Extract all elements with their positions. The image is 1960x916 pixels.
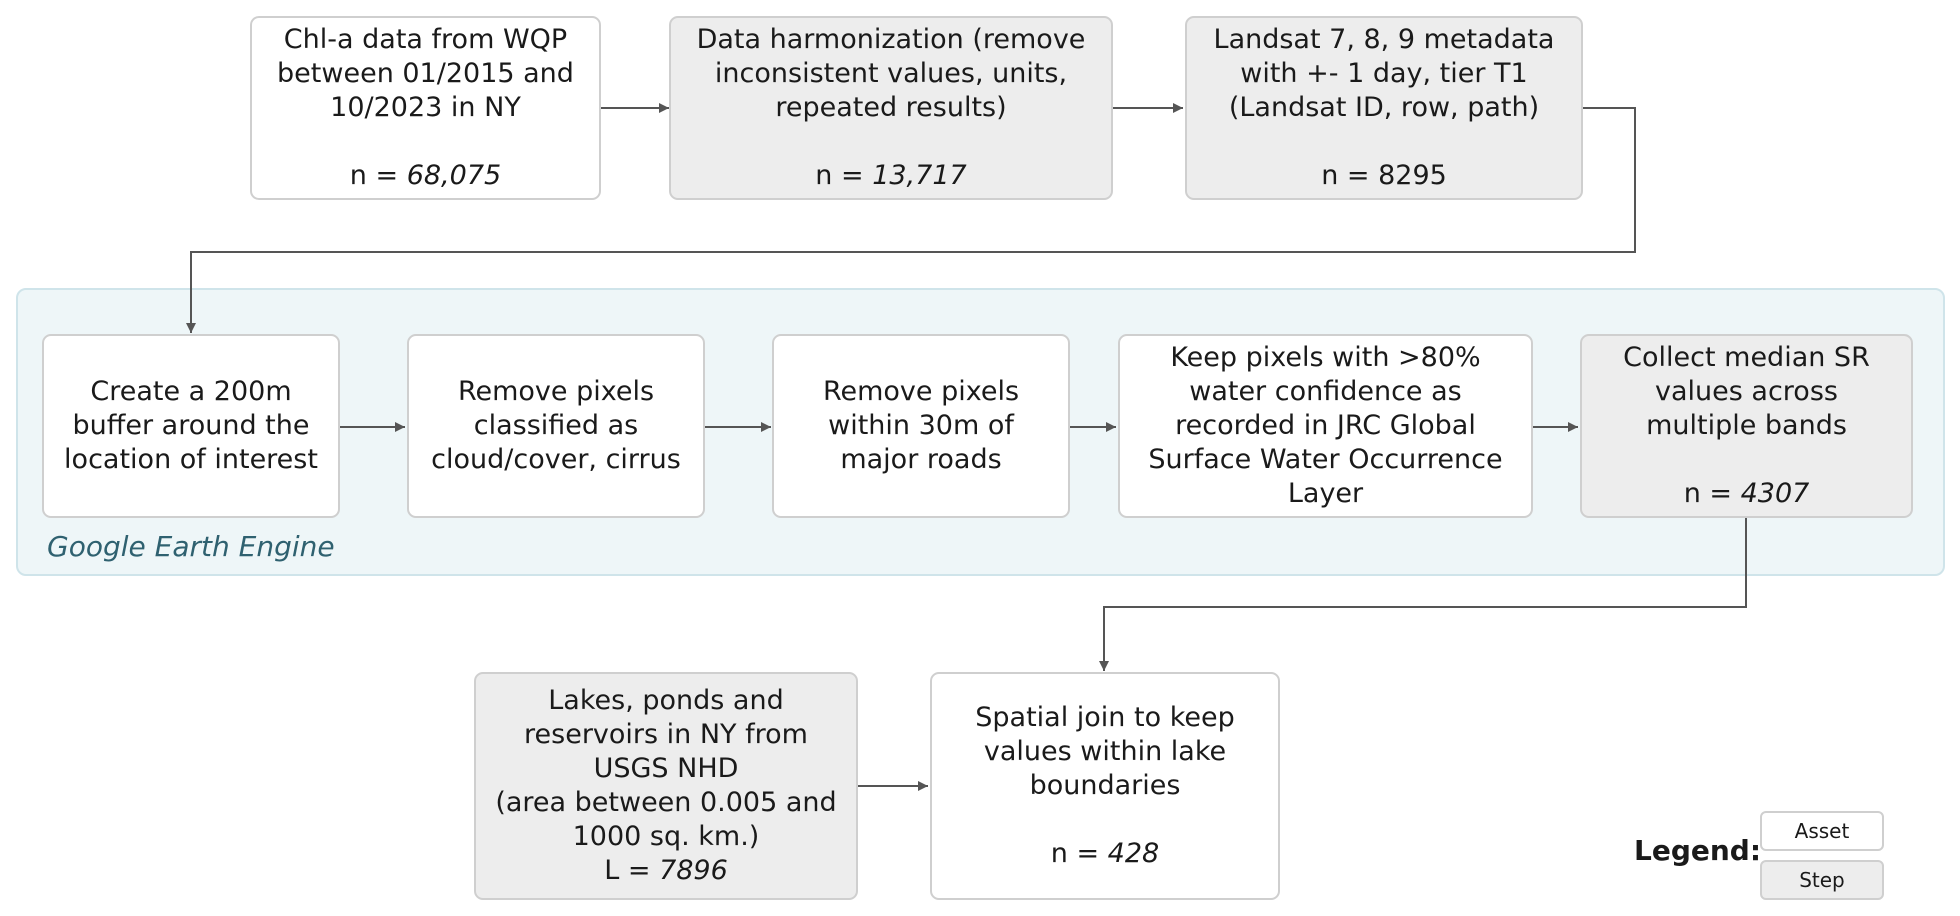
node-cloud: Remove pixels classified as cloud/cover,… xyxy=(407,334,705,518)
node-water-line-3: recorded in JRC Global xyxy=(1175,410,1476,441)
arrow-landsat-to-buffer xyxy=(186,107,1636,333)
node-buffer-line-1: Create a 200m xyxy=(90,376,292,407)
node-cloud-line-3: cloud/cover, cirrus xyxy=(431,444,681,475)
node-buffer: Create a 200m buffer around the location… xyxy=(42,334,340,518)
node-landsat-line-3: (Landsat ID, row, path) xyxy=(1228,92,1540,123)
node-join-count: n = 428 xyxy=(1050,838,1160,869)
node-water-line-2: water confidence as xyxy=(1189,376,1462,407)
node-wqp-line-1: Chl-a data from WQP xyxy=(283,24,568,55)
node-harm-line-3: repeated results) xyxy=(775,92,1007,123)
node-lakes-line-1: Lakes, ponds and xyxy=(548,685,784,716)
node-roads-line-2: within 30m of xyxy=(828,410,1014,441)
node-wqp-count: n = 68,075 xyxy=(349,160,502,191)
legend-title: Legend: xyxy=(1634,834,1762,867)
node-wqp-line-2: between 01/2015 and xyxy=(277,58,574,89)
node-harm-count: n = 13,717 xyxy=(815,160,967,191)
node-join-line-1: Spatial join to keep xyxy=(975,702,1235,733)
node-landsat-line-2: with +- 1 day, tier T1 xyxy=(1240,58,1528,89)
node-roads: Remove pixels within 30m of major roads xyxy=(772,334,1070,518)
legend-asset: Asset xyxy=(1760,811,1884,851)
node-join-line-2: values within lake xyxy=(983,736,1227,767)
arrow-median-to-join xyxy=(1099,518,1747,671)
node-water-line-5: Layer xyxy=(1287,478,1364,509)
node-join-line-3: boundaries xyxy=(1029,770,1181,801)
node-cloud-line-1: Remove pixels xyxy=(457,376,655,407)
node-water-line-4: Surface Water Occurrence xyxy=(1148,444,1503,475)
legend-step: Step xyxy=(1760,860,1884,900)
node-cloud-line-2: classified as xyxy=(473,410,639,441)
node-wqp-line-3: 10/2023 in NY xyxy=(330,92,521,123)
node-median-line-3: multiple bands xyxy=(1646,410,1847,441)
node-harm-line-1: Data harmonization (remove xyxy=(696,24,1086,55)
node-roads-line-3: major roads xyxy=(840,444,1002,475)
node-water-line-1: Keep pixels with >80% xyxy=(1170,342,1481,373)
node-median-count: n = 4307 xyxy=(1683,478,1810,509)
node-harmonization: Data harmonization (remove inconsistent … xyxy=(669,16,1113,200)
node-lakes: Lakes, ponds and reservoirs in NY from U… xyxy=(474,672,858,900)
node-lakes-line-2: reservoirs in NY from xyxy=(524,719,808,750)
node-buffer-line-3: location of interest xyxy=(64,444,318,475)
node-lakes-line-4: (area between 0.005 and xyxy=(495,787,837,818)
node-water: Keep pixels with >80% water confidence a… xyxy=(1118,334,1533,518)
node-spatial-join: Spatial join to keep values within lake … xyxy=(930,672,1280,900)
node-median: Collect median SR values across multiple… xyxy=(1580,334,1913,518)
node-roads-line-1: Remove pixels xyxy=(822,376,1020,407)
node-harm-line-2: inconsistent values, units, xyxy=(714,58,1068,89)
node-landsat-count: n = 8295 xyxy=(1321,160,1447,191)
node-buffer-line-2: buffer around the xyxy=(72,410,310,441)
node-lakes-line-3: USGS NHD xyxy=(593,753,739,784)
node-landsat: Landsat 7, 8, 9 metadata with +- 1 day, … xyxy=(1185,16,1583,200)
node-lakes-line-5: 1000 sq. km.) xyxy=(572,821,760,852)
panel-label: Google Earth Engine xyxy=(47,530,335,563)
node-landsat-line-1: Landsat 7, 8, 9 metadata xyxy=(1213,24,1555,55)
node-median-line-1: Collect median SR xyxy=(1623,342,1870,373)
node-wqp: Chl-a data from WQP between 01/2015 and … xyxy=(250,16,601,200)
node-lakes-count: L = 7896 xyxy=(604,855,728,886)
node-median-line-2: values across xyxy=(1655,376,1838,407)
